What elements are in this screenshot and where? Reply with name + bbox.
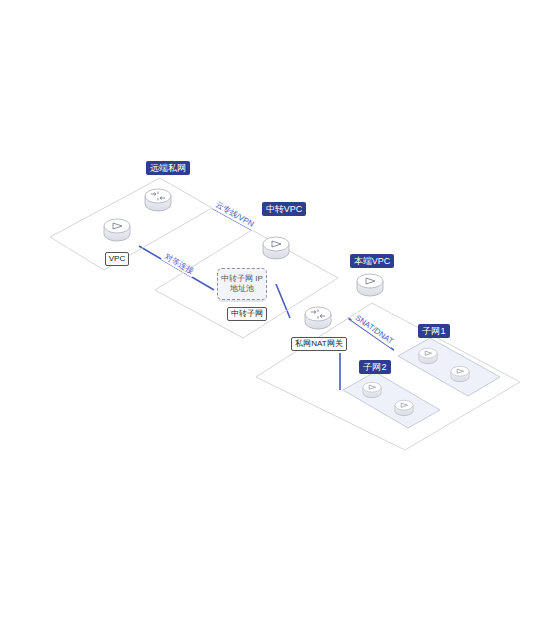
subnet-pool-box: 中转子网 IP地址池	[217, 268, 267, 301]
network-plane: 本端VPC 子网1 子网2	[252, 250, 524, 455]
outline-svg	[46, 158, 224, 276]
subnet-band-outline	[343, 372, 440, 428]
subnet-pool-node: 中转子网 IP地址池中转子网	[214, 260, 276, 322]
router-icon	[145, 189, 171, 211]
server-icon	[363, 382, 381, 397]
node-label: 中转子网	[227, 307, 267, 321]
region-tag: 远端私网	[146, 161, 190, 176]
network-plane-outline	[256, 303, 520, 450]
outline-svg	[252, 250, 524, 455]
server-icon	[419, 348, 437, 363]
subnet-band: 子网2	[338, 358, 444, 434]
subnet-band: 子网1	[394, 322, 504, 400]
network-plane-outline	[155, 230, 338, 338]
outline-svg	[338, 358, 444, 434]
region-tag: 子网2	[359, 360, 390, 375]
edge-label: SNAT/DNAT	[351, 312, 396, 347]
server-icon	[395, 400, 413, 415]
server-icon	[451, 366, 469, 381]
edge-label: 云专线/VPN	[212, 199, 257, 230]
connector-line	[339, 353, 341, 390]
subnet-band-outline	[398, 338, 500, 396]
vpc-icon	[357, 274, 383, 296]
network-plane: 远端私网 VPC	[46, 158, 224, 276]
node-label: VPC	[105, 252, 129, 266]
node-label: 私网NAT网关	[291, 337, 346, 351]
vpc-icon	[263, 237, 289, 259]
network-plane-outline	[50, 178, 212, 270]
connector-line	[139, 246, 214, 290]
nat-gateway-icon	[305, 307, 331, 329]
region-tag: 子网1	[418, 324, 449, 339]
region-tag: 本端VPC	[350, 254, 395, 269]
edge-label: 对等连接	[161, 250, 197, 276]
vpc-icon	[104, 219, 130, 241]
region-tag: 中转VPC	[262, 202, 307, 217]
